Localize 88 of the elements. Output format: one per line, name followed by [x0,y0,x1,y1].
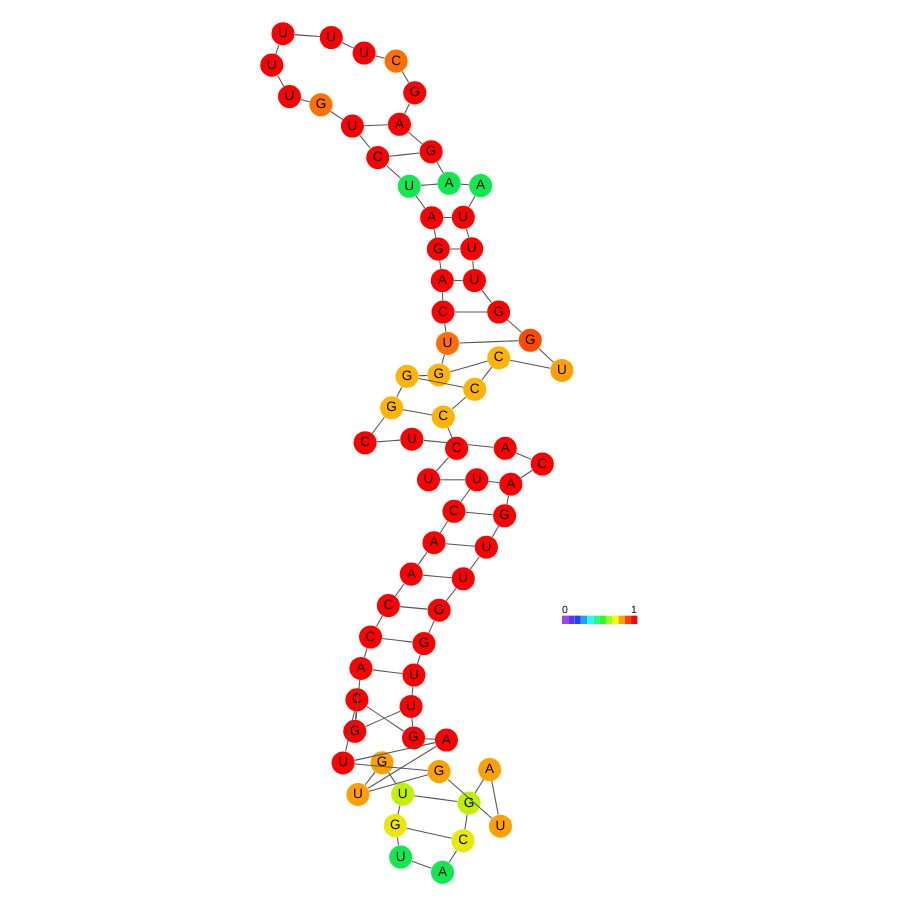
connector [395,385,402,397]
connector [459,487,470,502]
connector [362,123,388,126]
connector [434,455,449,471]
connector [387,771,396,784]
connector [443,322,446,332]
connector [375,438,400,442]
connector [274,43,279,54]
connector [468,555,479,569]
connector [417,373,427,376]
connector [419,182,438,185]
connector [406,130,422,144]
connector [414,194,425,208]
connector [480,288,492,303]
connector [446,426,452,438]
connector [370,415,384,434]
connector [353,741,435,760]
connector [412,794,457,801]
connector [457,339,518,343]
connector [438,259,441,269]
connector [423,737,435,739]
connector [340,41,354,48]
connector [464,510,493,515]
connector [387,151,420,156]
connector [427,619,434,633]
connector [490,524,499,537]
connector [432,227,436,238]
connector [276,74,284,86]
connector [444,586,456,601]
connector [537,347,553,362]
connector [514,451,531,459]
connector [367,773,428,791]
connector [450,395,466,409]
connector [519,468,533,478]
connector [416,550,427,565]
connector [329,109,343,120]
connector [354,709,356,720]
connector [353,762,428,771]
connector [299,98,310,102]
connector [393,582,404,596]
connector [373,54,385,58]
connector [354,678,360,719]
connector [405,826,452,838]
connector [410,685,413,695]
connector [344,709,354,751]
connector [440,353,444,364]
connector [380,636,412,642]
connector [441,215,452,218]
connector [385,164,401,178]
connector [421,573,452,578]
connector [464,227,469,237]
connector [398,605,427,609]
connector [438,478,465,480]
connector [364,709,400,727]
connector [486,479,499,483]
connector [508,358,550,368]
connector [371,668,402,674]
connector [435,160,443,173]
connector [396,804,400,814]
connector [363,770,375,785]
connector [374,614,383,627]
connector [400,69,409,83]
connector [415,653,420,664]
connector [467,194,475,207]
connector [448,359,488,372]
connector [473,777,484,793]
connector [480,365,492,380]
connector [395,835,399,845]
connector [401,408,432,415]
connector [293,33,320,37]
connector [447,849,457,862]
connector [505,494,509,504]
connector [438,519,448,533]
connector [490,779,498,815]
connector [362,646,367,657]
connector [416,377,463,387]
connector [448,247,460,249]
connector [403,102,410,114]
connector [453,310,487,312]
connector [358,133,370,148]
connector [410,716,413,726]
connector [452,279,463,281]
connector [505,318,521,332]
connector [463,813,467,829]
connector [471,259,473,269]
connector [410,859,431,868]
connector [365,704,404,731]
connector [444,542,475,546]
